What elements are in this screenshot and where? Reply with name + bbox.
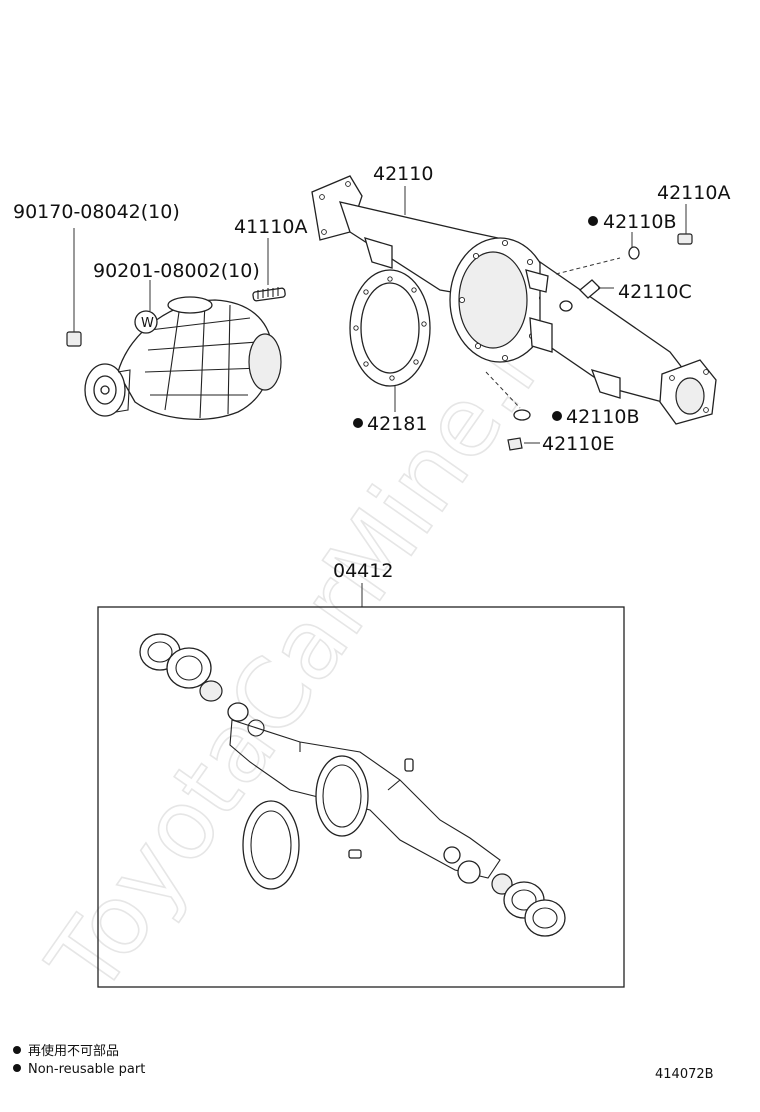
label-42110B-top: 42110B [603, 211, 676, 233]
legend-marker [13, 1064, 21, 1072]
gasket-42181 [349, 269, 431, 412]
gasket-42110B-bottom [513, 409, 531, 421]
label-41110A: 41110A [234, 216, 307, 238]
non-reusable-marker [588, 216, 598, 226]
label-90201-08002: 90201-08002(10) [93, 260, 260, 282]
legend: 再使用不可部品 Non-reusable part [13, 1043, 145, 1077]
label-42110C: 42110C [618, 281, 692, 303]
label-42110A: 42110A [657, 182, 730, 204]
legend-line-2: Non-reusable part [28, 1062, 145, 1077]
label-42181: 42181 [367, 413, 427, 435]
non-reusable-marker [552, 411, 562, 421]
plug-42110A [677, 204, 693, 245]
label-42110B-bottom: 42110B [566, 406, 639, 428]
legend-line-1: 再使用不可部品 [28, 1043, 119, 1059]
gasket-kit-04412: 04412 [97, 560, 625, 988]
washer-90201: W [134, 280, 158, 334]
label-42110: 42110 [373, 163, 433, 185]
stud-bolt-41110A [252, 238, 286, 302]
breather-42110C [559, 279, 614, 312]
non-reusable-marker [353, 418, 363, 428]
label-90170-08042: 90170-08042(10) [13, 201, 180, 223]
gasket-42110B-top [628, 232, 640, 260]
plug-42110E [507, 437, 523, 451]
diagram-code: 414072B [655, 1067, 714, 1082]
kit-frame [97, 606, 625, 988]
label-42110E: 42110E [542, 433, 614, 455]
top-callouts: 90170-08042(10) 90201-08002(10) 41110A 4… [13, 163, 730, 455]
label-04412: 04412 [333, 560, 393, 582]
legend-marker [13, 1046, 21, 1054]
nut-90170 [66, 228, 82, 347]
differential-carrier [84, 296, 282, 420]
axle-housing-42110 [311, 175, 717, 425]
washer-mark: W [141, 316, 154, 331]
